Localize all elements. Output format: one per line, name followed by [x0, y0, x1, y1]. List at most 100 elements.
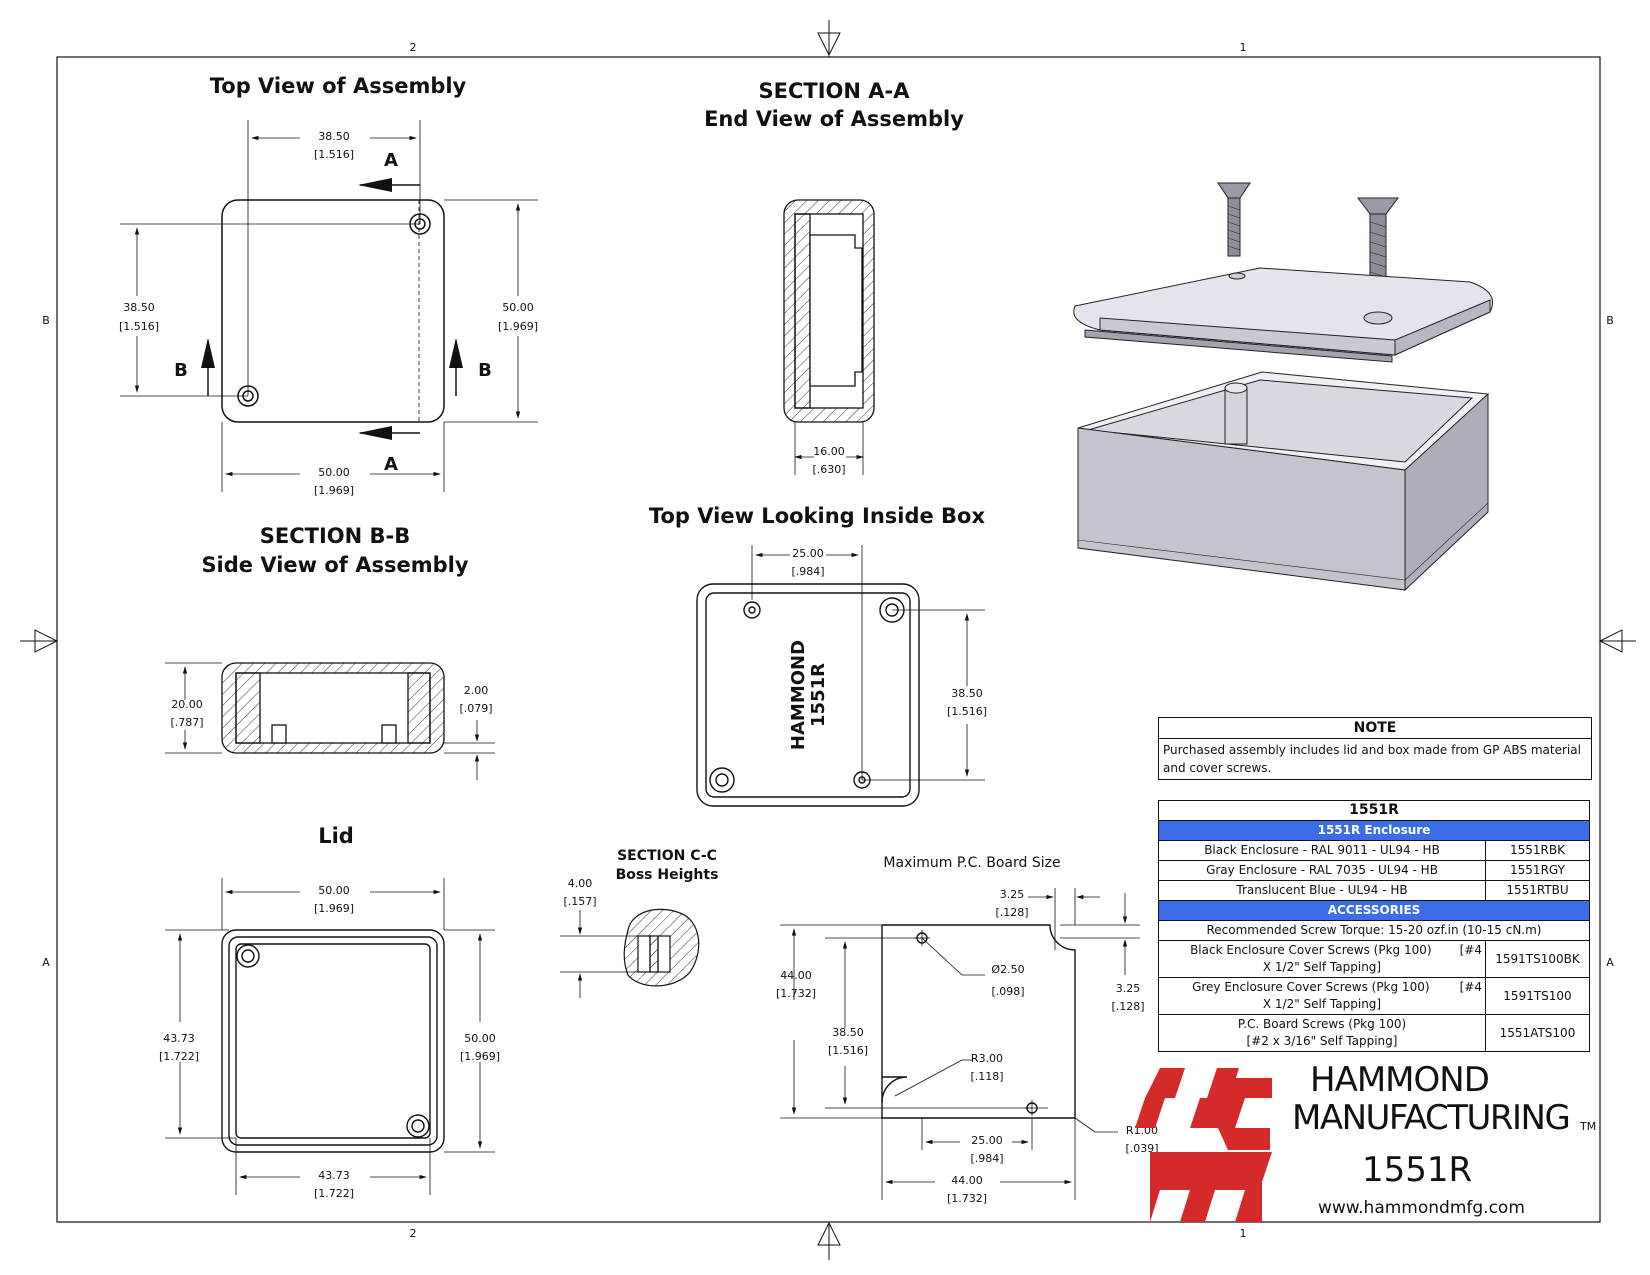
- parts-table-title: 1551R: [1158, 800, 1590, 821]
- section-header: 1551R Enclosure: [1158, 820, 1590, 841]
- section-aa-subtitle: End View of Assembly: [704, 107, 964, 131]
- table-row: Grey Enclosure Cover Screws (Pkg 100) [#…: [1158, 977, 1590, 1015]
- dim-value: 20.00: [171, 698, 203, 711]
- dim-value-inch: [1.516]: [947, 705, 987, 718]
- zone-label: 1: [1240, 1227, 1247, 1240]
- section-cc-title: SECTION C-C: [617, 848, 717, 864]
- section-bb-drawing: [165, 662, 495, 780]
- dim-value: 43.73: [318, 1169, 350, 1182]
- pcb-drawing: [780, 888, 1140, 1200]
- dim-value-inch: [.630]: [812, 463, 845, 476]
- dim-value-inch: [.984]: [791, 565, 824, 578]
- dim-value-inch: [1.969]: [314, 484, 354, 497]
- centering-marks: [20, 20, 1636, 1260]
- table-row: P.C. Board Screws (Pkg 100)[#2 x 3/16" S…: [1158, 1014, 1590, 1052]
- dim-value-inch: [.984]: [970, 1152, 1003, 1165]
- dim-value-inch: [.128]: [1111, 1000, 1144, 1013]
- dim-value: 50.00: [318, 884, 350, 897]
- dim-value: 2.00: [464, 684, 489, 697]
- dim-value: Ø2.50: [991, 963, 1024, 976]
- table-row: Black Enclosure Cover Screws (Pkg 100) […: [1158, 940, 1590, 978]
- dim-value: 38.50: [123, 301, 155, 314]
- part-number: 1551RTBU: [1485, 880, 1590, 901]
- dim-value: 44.00: [951, 1174, 983, 1187]
- zone-label: A: [1606, 956, 1614, 969]
- top-view-drawing: [120, 120, 538, 492]
- dim-value-inch: [.118]: [970, 1070, 1003, 1083]
- zone-label: A: [42, 956, 50, 969]
- section-aa-drawing: [783, 199, 875, 475]
- brand-url: www.hammondmfg.com: [1318, 1198, 1525, 1218]
- dim-value-inch: [1.732]: [776, 987, 816, 1000]
- dim-value: 50.00: [318, 466, 350, 479]
- note-text: Purchased assembly includes lid and box …: [1163, 743, 1581, 775]
- zone-label: B: [42, 314, 50, 327]
- part-number: 1551RGY: [1485, 860, 1590, 881]
- dim-value-inch: [.787]: [170, 716, 203, 729]
- molded-mark: 1551R: [808, 663, 829, 727]
- section-header: ACCESSORIES: [1158, 900, 1590, 921]
- lid-drawing: [165, 878, 495, 1195]
- pcb-title: Maximum P.C. Board Size: [883, 855, 1060, 871]
- dim-value: 38.50: [318, 130, 350, 143]
- inside-view-title: Top View Looking Inside Box: [649, 504, 986, 528]
- section-cc-drawing: [560, 908, 700, 998]
- screw-icon: [1217, 182, 1251, 257]
- dim-value-inch: [1.722]: [314, 1187, 354, 1200]
- dim-value-inch: [.079]: [459, 702, 492, 715]
- dim-value: 50.00: [502, 301, 534, 314]
- molded-mark: HAMMOND: [788, 640, 809, 750]
- dim-value-inch: [1.516]: [314, 148, 354, 161]
- dim-value: 3.25: [1116, 982, 1141, 995]
- dim-value-inch: [1.732]: [947, 1192, 987, 1205]
- section-bb-subtitle: Side View of Assembly: [201, 553, 468, 577]
- note-box: NOTE Purchased assembly includes lid and…: [1158, 717, 1592, 780]
- part-number: 1551ATS100: [1485, 1014, 1590, 1052]
- zone-label: 2: [410, 41, 417, 54]
- section-bb-title: SECTION B-B: [260, 524, 411, 548]
- dim-value: 38.50: [951, 687, 983, 700]
- dim-value-inch: [.157]: [563, 895, 596, 908]
- dim-value-inch: [1.722]: [159, 1050, 199, 1063]
- dim-value-inch: [.098]: [991, 985, 1024, 998]
- dim-value-inch: [.128]: [995, 906, 1028, 919]
- brand-name-line2: MANUFACTURING: [1292, 1098, 1571, 1138]
- dim-value: 43.73: [163, 1032, 195, 1045]
- note-title: NOTE: [1159, 718, 1591, 739]
- dim-value: 16.00: [813, 445, 845, 458]
- dim-value: R3.00: [971, 1052, 1003, 1065]
- section-aa-title: SECTION A-A: [759, 79, 911, 103]
- section-label-a: A: [384, 150, 398, 171]
- zone-label: 1: [1240, 41, 1247, 54]
- section-cc-subtitle: Boss Heights: [616, 867, 719, 883]
- dim-value: 44.00: [780, 969, 812, 982]
- part-number: 1591TS100BK: [1485, 940, 1590, 978]
- zone-label: 2: [410, 1227, 417, 1240]
- dim-value: 50.00: [464, 1032, 496, 1045]
- dim-value: 4.00: [568, 877, 593, 890]
- brand-name: HAMMOND: [1310, 1060, 1490, 1100]
- dim-value: 25.00: [792, 547, 824, 560]
- section-label-b: B: [478, 360, 492, 381]
- part-number: 1591TS100: [1485, 977, 1590, 1015]
- inside-view-drawing: [696, 545, 985, 807]
- parts-table: 1551R 1551R Enclosure Black Enclosure - …: [1158, 800, 1590, 1052]
- dim-value: 3.25: [1000, 888, 1025, 901]
- isometric-enclosure-render: [1073, 182, 1493, 592]
- lid-title: Lid: [318, 824, 354, 848]
- dim-value: 38.50: [832, 1026, 864, 1039]
- dim-value-inch: [.039]: [1125, 1142, 1158, 1155]
- section-label-b: B: [174, 360, 188, 381]
- dim-value-inch: [1.516]: [828, 1044, 868, 1057]
- dim-value-inch: [1.969]: [498, 320, 538, 333]
- hammond-logo-icon: [1135, 1068, 1272, 1222]
- torque-spec: Recommended Screw Torque: 15-20 ozf.in (…: [1158, 920, 1590, 941]
- section-label-a: A: [384, 454, 398, 475]
- dim-value-inch: [1.969]: [460, 1050, 500, 1063]
- trademark: TM: [1580, 1120, 1597, 1133]
- dim-value: 25.00: [971, 1134, 1003, 1147]
